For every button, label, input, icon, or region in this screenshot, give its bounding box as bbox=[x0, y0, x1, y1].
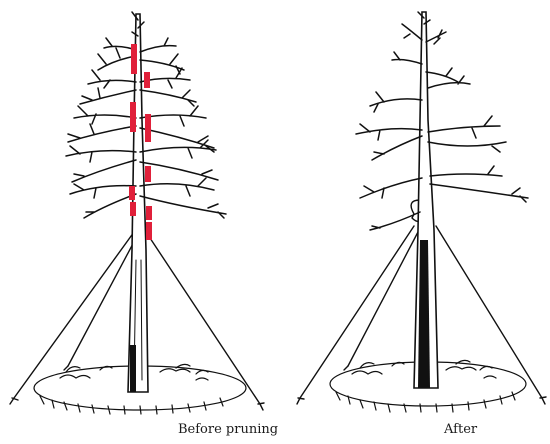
cut-marker bbox=[146, 222, 152, 240]
cut-marker bbox=[144, 72, 150, 88]
branches-after bbox=[356, 12, 528, 230]
cut-marker bbox=[130, 202, 136, 216]
cut-marker bbox=[145, 166, 151, 182]
cut-marker bbox=[146, 206, 152, 220]
cut-marker bbox=[130, 102, 136, 132]
cut-marker bbox=[145, 114, 151, 142]
tree-after-pruning bbox=[297, 12, 546, 412]
caption-before-pruning: Before pruning bbox=[178, 422, 278, 437]
caption-after: After bbox=[444, 422, 477, 437]
cut-marker bbox=[129, 186, 135, 200]
tree-before-pruning bbox=[10, 12, 264, 414]
cut-marker bbox=[131, 44, 137, 74]
